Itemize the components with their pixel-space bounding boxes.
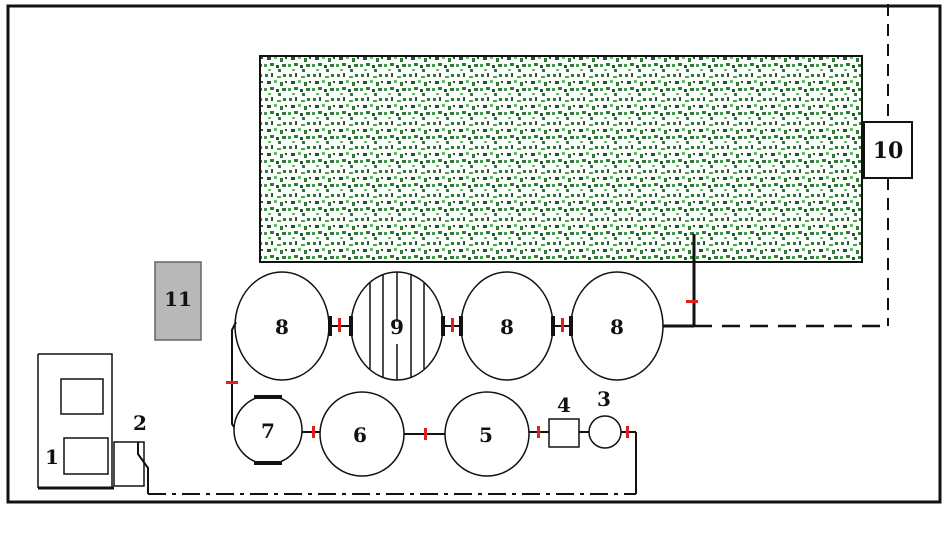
joints-lower <box>312 426 629 440</box>
tank-8-middle-label: 8 <box>500 315 514 339</box>
pump-3: 3 <box>588 387 622 449</box>
outer-frame <box>6 4 942 504</box>
pump-3-label: 3 <box>597 387 611 411</box>
tank-8-right-label: 8 <box>610 315 624 339</box>
tank-7-markers <box>254 395 282 465</box>
filter-4: 4 <box>548 393 580 448</box>
vegetation-field <box>259 55 863 263</box>
tank-9: 9 <box>350 271 444 381</box>
box-2: 2 <box>113 411 149 494</box>
tank-8-middle: 8 <box>460 271 554 381</box>
box-10: 10 <box>863 121 913 179</box>
box-11-label: 11 <box>164 287 192 311</box>
tank-8-left: 8 <box>234 271 330 381</box>
tank-6-label: 6 <box>353 423 367 447</box>
tank-5: 5 <box>444 391 530 477</box>
tank-6: 6 <box>319 391 405 477</box>
joints-upper <box>338 318 564 332</box>
tank-9-label: 9 <box>390 315 404 339</box>
tank-markers-upper <box>328 316 573 336</box>
tank-8-left-label: 8 <box>275 315 289 339</box>
box-10-label: 10 <box>873 138 904 164</box>
pipe-joint <box>686 300 698 303</box>
tank-5-label: 5 <box>479 423 493 447</box>
tank-7-label: 7 <box>261 419 275 443</box>
box-2-label: 2 <box>133 411 147 435</box>
joint-left-vertical <box>226 381 238 384</box>
control-unit-1-label: 1 <box>45 445 59 469</box>
tank-8-right: 8 <box>570 271 664 381</box>
tank-7: 7 <box>233 395 303 465</box>
filter-4-label: 4 <box>557 393 571 417</box>
box-11: 11 <box>154 261 202 341</box>
control-unit-1: 1 <box>37 353 114 490</box>
